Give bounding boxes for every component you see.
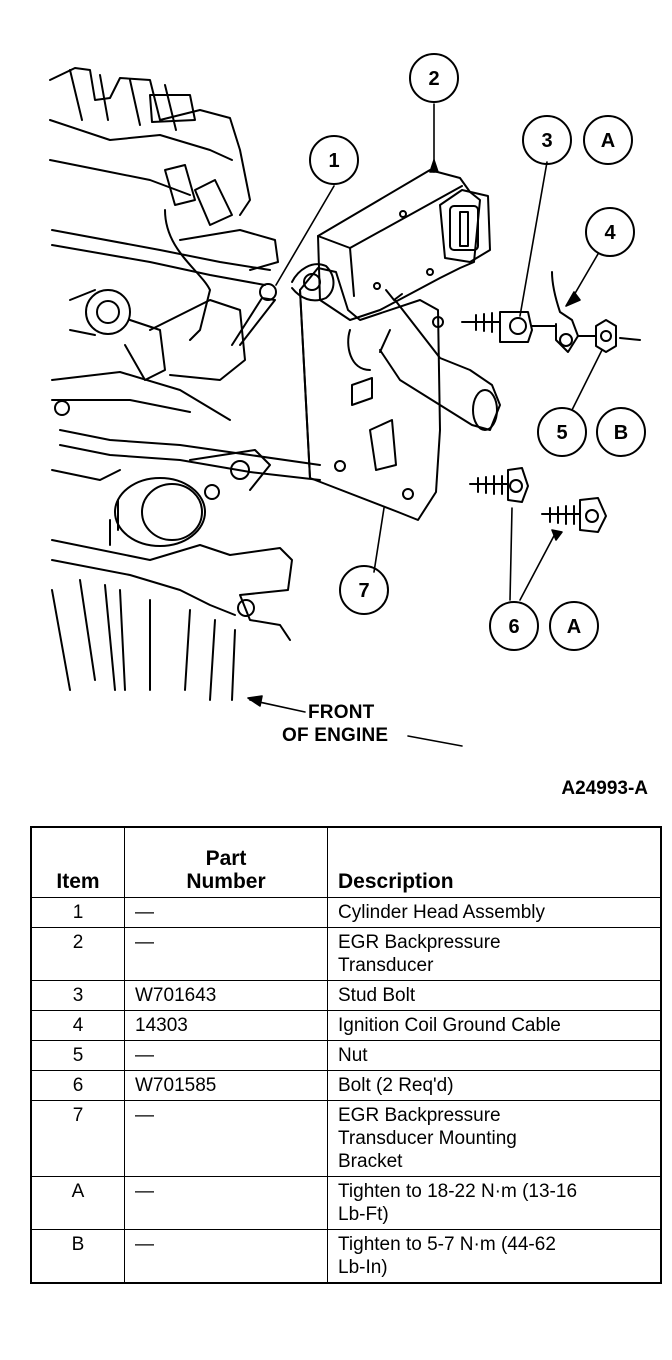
header-part-line2: Number	[186, 869, 266, 893]
cell-part-number: —	[124, 1039, 328, 1071]
cell-description: Cylinder Head Assembly	[327, 896, 662, 928]
callout-circles	[309, 53, 646, 651]
description-line: Lb-Ft)	[338, 1203, 389, 1225]
callout-3: 3	[541, 130, 552, 152]
cell-item: A	[30, 1175, 125, 1230]
egr-transducer-illustration	[291, 169, 491, 321]
cell-item: 4	[30, 1009, 125, 1041]
callout-a-bottom: A	[567, 616, 581, 638]
description-line: EGR Backpressure	[338, 1104, 501, 1126]
callout-a-top: A	[601, 130, 615, 152]
cell-part-number: W701643	[124, 979, 328, 1011]
description-line: Transducer Mounting	[338, 1127, 517, 1149]
description-line: Tighten to 18-22 N·m (13-16	[338, 1180, 578, 1202]
cell-part-number: —	[124, 896, 328, 928]
cell-description: Stud Bolt	[327, 979, 662, 1011]
engine-block-illustration	[49, 67, 321, 701]
cell-item: 2	[30, 926, 125, 981]
cell-item: 6	[30, 1069, 125, 1101]
cell-part-number: W701585	[124, 1069, 328, 1101]
callout-7: 7	[358, 580, 369, 602]
description-line: Tighten to 5-7 N·m (44-62	[338, 1233, 556, 1255]
description-line: Bracket	[338, 1150, 403, 1172]
description-line: Stud Bolt	[338, 984, 416, 1006]
cell-part-number: —	[124, 1099, 328, 1177]
description-line: Lb-In)	[338, 1256, 388, 1278]
table-row: 1— Cylinder Head Assembly	[30, 896, 662, 928]
callout-b: B	[614, 422, 628, 444]
front-label: FRONT	[308, 702, 375, 723]
parts-table: Item Part Number Description 1—Cylinder …	[30, 826, 662, 1284]
header-item: Item	[30, 826, 125, 898]
cell-description: Nut	[327, 1039, 662, 1071]
mounting-bracket-illustration	[299, 267, 501, 521]
table-header-row: Item Part Number Description	[30, 826, 662, 898]
description-line: Ignition Coil Ground Cable	[338, 1014, 561, 1036]
figure-id: A24993-A	[561, 778, 648, 799]
exploded-parts-diagram: 1 2 3 A 4 5 B 6 A 7	[49, 53, 646, 747]
stud-bolt-and-cable-illustration	[461, 271, 641, 353]
bolts-illustration	[469, 467, 607, 533]
cell-part-number: —	[124, 1228, 328, 1283]
front-label-line2: OF ENGINE	[282, 725, 389, 746]
table-row: 5— Nut	[30, 1039, 662, 1071]
callout-5: 5	[556, 422, 567, 444]
description-line: Bolt (2 Req'd)	[338, 1074, 454, 1096]
description-line: Cylinder Head Assembly	[338, 901, 545, 923]
callout-2: 2	[428, 68, 439, 90]
header-part-line1: Part	[205, 846, 247, 870]
cell-description: Bolt (2 Req'd)	[327, 1069, 662, 1101]
cell-part-number: —	[124, 926, 328, 981]
leader-lines	[247, 103, 603, 747]
cell-part-number: —	[124, 1175, 328, 1230]
header-part-number: Part Number	[124, 826, 328, 898]
callout-6: 6	[508, 616, 519, 638]
cell-description: Ignition Coil Ground Cable	[327, 1009, 662, 1041]
header-description: Description	[327, 826, 662, 898]
cell-item: 1	[30, 896, 125, 928]
cell-item: 3	[30, 979, 125, 1011]
cell-item: 7	[30, 1099, 125, 1177]
description-line: Nut	[338, 1044, 368, 1066]
cell-part-number: 14303	[124, 1009, 328, 1041]
callout-4: 4	[604, 222, 616, 244]
cell-item: B	[30, 1228, 125, 1283]
callout-1: 1	[328, 150, 339, 172]
description-line: EGR Backpressure	[338, 931, 501, 953]
description-line: Transducer	[338, 954, 434, 976]
cell-item: 5	[30, 1039, 125, 1071]
